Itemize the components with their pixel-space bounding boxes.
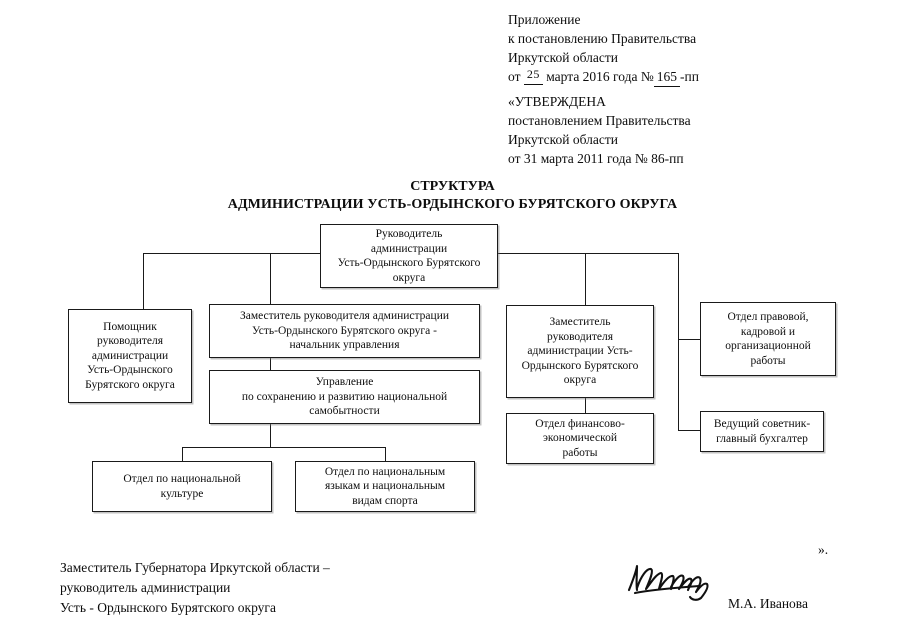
approval-line-1: «УТВЕРЖДЕНА [508,94,606,109]
node-deputy-second-line-1: Заместитель [549,316,611,329]
appendix-line-2: к постановлению Правительства [508,31,697,46]
connector-to-languages-dept [385,447,387,461]
node-national-culture-dept[interactable]: Отдел по национальной культуре [92,461,272,512]
appendix-date-prefix: от [508,69,521,84]
node-assistant-line-2: руководителя [96,335,164,348]
approval-line-3: Иркутской области [508,132,619,147]
connector-to-assistant [143,253,145,309]
node-finance-line-2: экономической [543,432,617,445]
node-finance-line-3: работы [562,446,598,459]
node-deputy-chief-line-1: Заместитель руководителя администрации [240,310,449,323]
connector-to-deputy-second [585,253,587,305]
node-assistant-line-4: Усть-Ордынского [87,364,173,377]
node-legal-line-1: Отдел правовой, [727,311,809,323]
node-assistant-line-5: Бурятского округа [85,378,175,391]
node-legal-dept[interactable]: Отдел правовой, кадровой и организационн… [700,302,836,376]
connector-right-bus [678,253,680,431]
node-management-line-2: по сохранению и развитию национальной [241,390,448,403]
connector-to-culture-dept [182,447,184,461]
appendix-number-suffix: -пп [679,69,699,84]
appendix-date-mid: марта 2016 года № [546,69,654,84]
title-line-1: СТРУКТУРА [410,179,495,194]
appendix-day-handwritten: 25 [523,65,543,85]
node-national-languages-dept[interactable]: Отдел по национальным языкам и националь… [295,461,475,512]
connector-management-down [270,424,272,448]
closing-quote-mark: ». [818,542,829,557]
node-assistant[interactable]: Помощник руководителя администрации Усть… [68,309,192,403]
connector-to-deputy-chief [270,253,272,304]
node-languages-line-1: Отдел по национальным [324,465,446,478]
node-deputy-second-line-5: округа [563,374,597,387]
signatory-position-line-1: Заместитель Губернатора Иркутской област… [60,560,330,575]
node-deputy-second-line-3: администрации Усть- [527,345,633,358]
node-culture-line-1: Отдел по национальной [123,473,241,485]
approval-line-4: от 31 марта 2011 года № 86-пп [508,151,684,166]
signatory-name: М.А. Иванова [728,596,808,611]
node-accountant-line-2: главный бухгалтер [716,432,808,445]
node-deputy-second-line-4: Ордынского Бурятского [521,359,639,372]
appendix-number-handwritten: 165 [653,67,680,87]
node-assistant-line-1: Помощник [103,320,157,333]
node-deputy-chief[interactable]: Заместитель руководителя администрации У… [209,304,480,358]
node-head-line-3: Усть-Ордынского Бурятского [337,257,481,269]
node-legal-line-2: кадровой и [740,325,796,338]
connector-bottom-bus [182,447,386,449]
appendix-line-1: Приложение [508,12,581,27]
connector-to-dept-legal [678,339,700,341]
node-culture-line-2: культуре [160,487,204,500]
node-chief-accountant[interactable]: Ведущий советник- главный бухгалтер [700,411,824,452]
node-finance-line-1: Отдел финансово- [535,417,625,430]
node-deputy-chief-line-2: Усть-Ордынского Бурятского округа - [252,324,437,337]
appendix-reference-block: Приложение к постановлению Правительства… [508,10,699,88]
node-legal-line-4: работы [750,354,786,367]
connector-to-accountant [678,430,700,432]
signatory-position-block: Заместитель Губернатора Иркутской област… [60,558,330,618]
node-accountant-line-1: Ведущий советник- [713,418,811,430]
node-head-line-4: округа [392,271,426,284]
node-finance-dept[interactable]: Отдел финансово- экономической работы [506,413,654,464]
title-line-2: АДМИНИСТРАЦИИ УСТЬ-ОРДЫНСКОГО БУРЯТСКОГО… [227,197,678,212]
node-management-line-1: Управление [315,376,374,389]
node-legal-line-3: организационной [725,340,811,352]
signatory-position-line-2: руководитель администрации [60,580,231,595]
connector-deputy-second-to-finance [585,398,587,413]
node-head-line-1: Руководитель [375,228,443,240]
node-assistant-line-3: администрации [91,349,169,362]
node-deputy-second-line-2: руководителя [546,330,614,343]
connector-deputy-chief-to-management [270,358,272,370]
node-languages-line-3: видам спорта [352,494,418,507]
signatory-position-line-3: Усть - Ордынского Бурятского округа [60,600,276,615]
node-management-line-3: самобытности [309,405,380,418]
node-deputy-second[interactable]: Заместитель руководителя администрации У… [506,305,654,398]
handwritten-signature [627,564,709,601]
node-head-line-2: администрации [370,242,448,255]
page-title: СТРУКТУРА АДМИНИСТРАЦИИ УСТЬ-ОРДЫНСКОГО … [0,178,905,214]
node-head[interactable]: Руководитель администрации Усть-Ордынско… [320,224,498,288]
node-deputy-chief-line-3: начальник управления [289,339,400,352]
node-management-department[interactable]: Управление по сохранению и развитию наци… [209,370,480,424]
approval-line-2: постановлением Правительства [508,113,691,128]
appendix-line-3: Иркутской области [508,50,619,65]
node-languages-line-2: языкам и национальным [324,480,446,493]
approval-reference-block: «УТВЕРЖДЕНА постановлением Правительства… [508,92,691,168]
